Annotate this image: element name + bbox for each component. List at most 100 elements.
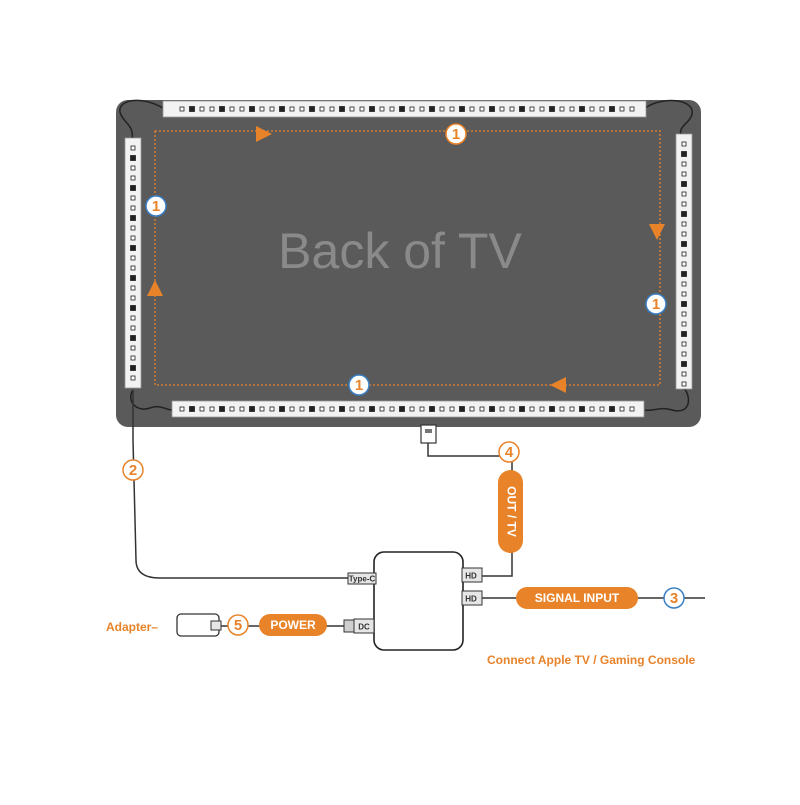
- led-chip: [289, 106, 295, 112]
- sync-box: [373, 551, 464, 651]
- led-chip: [681, 341, 687, 347]
- led-chip: [319, 406, 325, 412]
- led-chip: [279, 106, 285, 112]
- led-chip: [309, 106, 315, 112]
- led-chip: [681, 281, 687, 287]
- svg-text:SIGNAL INPUT: SIGNAL INPUT: [535, 591, 620, 605]
- led-chip: [130, 205, 136, 211]
- connect-console-label: Connect Apple TV / Gaming Console: [487, 653, 696, 667]
- corner-cable-top-left: [119, 99, 164, 141]
- svg-text:4: 4: [505, 444, 514, 461]
- arrow-left-icon: [550, 377, 566, 393]
- led-chip: [239, 406, 245, 412]
- led-chip: [429, 106, 435, 112]
- led-chip: [409, 406, 415, 412]
- led-chip: [249, 106, 255, 112]
- led-chip: [299, 406, 305, 412]
- led-chip: [681, 161, 687, 167]
- led-chip: [279, 406, 285, 412]
- led-chip: [459, 106, 465, 112]
- led-chip: [459, 406, 465, 412]
- svg-text:2: 2: [129, 462, 137, 479]
- led-chip: [449, 106, 455, 112]
- led-chip: [681, 381, 687, 387]
- tv-back-panel: [116, 100, 701, 427]
- corner-cable-bottom-left: [129, 389, 173, 411]
- led-chip: [469, 106, 475, 112]
- led-chip: [289, 406, 295, 412]
- led-chip: [519, 106, 525, 112]
- step-marker-bottom: 1: [348, 374, 370, 396]
- led-chip: [589, 106, 595, 112]
- led-chip: [559, 106, 565, 112]
- led-chip: [569, 106, 575, 112]
- hdmi-out-port: HD: [461, 567, 483, 583]
- led-chip: [439, 106, 445, 112]
- corner-cable-top-right: [644, 99, 693, 139]
- led-chip: [269, 406, 275, 412]
- led-chip: [130, 355, 136, 361]
- led-chip: [130, 145, 136, 151]
- svg-text:HD: HD: [465, 572, 477, 581]
- svg-text:POWER: POWER: [270, 618, 316, 632]
- led-chip: [599, 106, 605, 112]
- led-chip: [479, 106, 485, 112]
- led-chip: [130, 285, 136, 291]
- led-chip: [439, 406, 445, 412]
- led-chip: [259, 406, 265, 412]
- arrow-down-icon: [649, 224, 665, 240]
- svg-text:HD: HD: [465, 595, 477, 604]
- step-marker-left: 1: [145, 195, 167, 217]
- led-chip: [379, 106, 385, 112]
- svg-text:DC: DC: [358, 623, 370, 632]
- led-chip: [569, 406, 575, 412]
- led-chip: [681, 261, 687, 267]
- led-chip: [539, 106, 545, 112]
- led-chip: [130, 375, 136, 381]
- arrow-right-icon: [256, 126, 272, 142]
- led-chip: [179, 406, 185, 412]
- led-chip: [579, 406, 585, 412]
- led-chip: [389, 406, 395, 412]
- led-chip: [681, 211, 687, 217]
- step-marker-out-tv: 4: [498, 441, 520, 463]
- led-chip: [681, 181, 687, 187]
- typec-cable: [132, 390, 348, 579]
- led-chip: [499, 106, 505, 112]
- led-chip: [399, 106, 405, 112]
- direction-loop: [154, 130, 661, 386]
- led-chip: [219, 406, 225, 412]
- led-chip: [130, 215, 136, 221]
- led-chip: [429, 406, 435, 412]
- led-chip: [409, 106, 415, 112]
- svg-text:Type-C: Type-C: [349, 575, 376, 584]
- led-chip: [681, 231, 687, 237]
- led-chip: [199, 406, 205, 412]
- led-chip: [609, 406, 615, 412]
- svg-text:1: 1: [452, 126, 460, 143]
- led-chip: [269, 106, 275, 112]
- led-chip: [681, 201, 687, 207]
- led-strip-right: [675, 133, 693, 390]
- led-chip: [681, 251, 687, 257]
- led-chip: [681, 241, 687, 247]
- led-chip: [489, 106, 495, 112]
- led-chip: [239, 106, 245, 112]
- adapter-label: Adapter–: [106, 620, 158, 634]
- led-chip: [549, 106, 555, 112]
- tv-title: Back of TV: [278, 223, 522, 279]
- led-chip: [259, 106, 265, 112]
- led-strip-bottom: [171, 400, 645, 418]
- led-chip: [329, 106, 335, 112]
- led-chip: [130, 295, 136, 301]
- led-chip: [539, 406, 545, 412]
- led-chip: [130, 165, 136, 171]
- led-chip: [219, 106, 225, 112]
- led-chip: [681, 351, 687, 357]
- led-chip: [681, 221, 687, 227]
- led-chip: [681, 151, 687, 157]
- type-c-port: Type-C: [347, 572, 377, 585]
- led-chip: [130, 335, 136, 341]
